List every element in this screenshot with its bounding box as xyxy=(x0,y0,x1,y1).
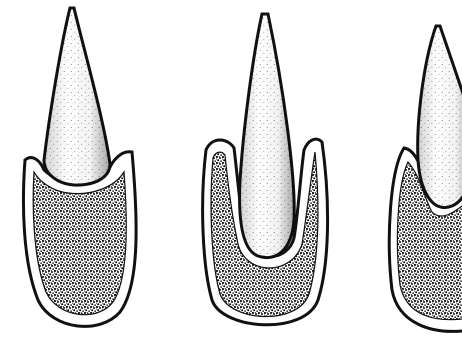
middle-tooth-socket xyxy=(203,14,328,325)
right-tooth-socket xyxy=(389,26,462,331)
left-bone-fill xyxy=(33,172,126,315)
left-tooth-socket xyxy=(23,8,136,326)
